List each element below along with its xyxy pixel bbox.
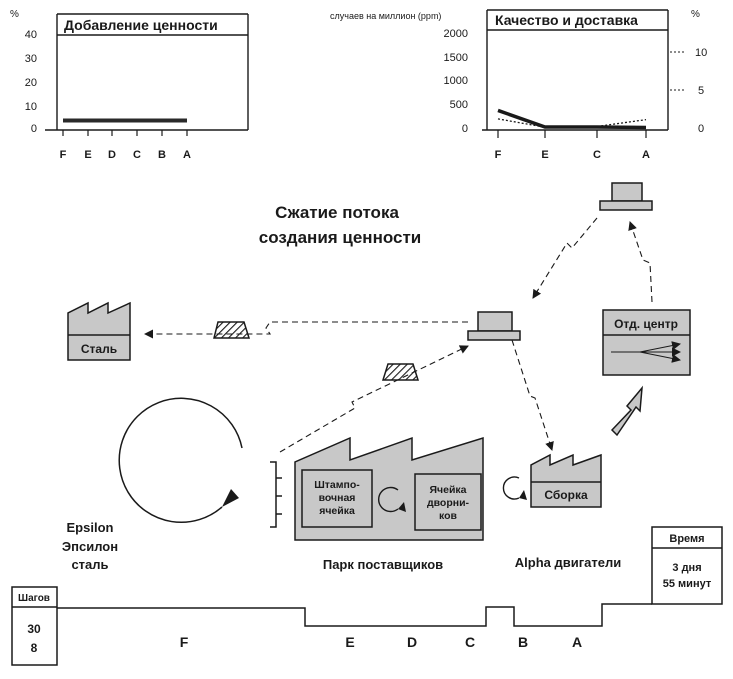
q-left-axis-label: случаев на миллион (ppm) xyxy=(330,11,441,21)
va-xtick-label: A xyxy=(183,149,191,161)
va-xtick-label: E xyxy=(84,149,91,161)
assembly-label: Сборка xyxy=(544,488,588,502)
order-kanban-icon xyxy=(213,321,251,339)
value-added-chart: % Добавление ценности 40 30 20 10 0 F E D C… xyxy=(10,9,249,161)
steps-value: 8 xyxy=(31,641,38,655)
order-kanban-icon xyxy=(381,363,420,381)
q-chart-title: Качество и доставка xyxy=(495,12,638,28)
va-xtick-label: B xyxy=(158,149,166,161)
timeline-segment-label: B xyxy=(518,634,528,650)
supplier-park-factory-icon: Штампо- вочная ячейка Ячейка дворни- ков xyxy=(270,436,484,541)
steps-value: 30 xyxy=(27,622,41,636)
va-xtick-label: D xyxy=(108,149,116,161)
q-xtick-label: E xyxy=(541,149,548,161)
time-value: 55 минут xyxy=(663,578,712,590)
va-ytick: 20 xyxy=(25,77,37,89)
diagram-title-line1: Сжатие потока xyxy=(275,203,399,222)
timeline-segment-label: E xyxy=(345,634,354,650)
epsilon-cycle-arrow-icon xyxy=(118,397,243,524)
q-ppm-line xyxy=(497,108,647,130)
timeline-segment-label: A xyxy=(572,634,582,650)
diagram-title-line2: создания ценности xyxy=(259,228,422,247)
time-label: Время xyxy=(669,533,704,545)
timeline-segment-label: F xyxy=(180,634,189,650)
q-ytick-left: 1500 xyxy=(444,52,468,64)
steel-label: Сталь xyxy=(81,342,117,356)
va-ytick: 30 xyxy=(25,53,37,65)
stamping-cell-label: ячейка xyxy=(319,505,355,517)
production-control-center-icon xyxy=(467,311,521,341)
epsilon-cycle-arrowhead-icon xyxy=(222,489,239,507)
q-delivery-line xyxy=(497,118,647,128)
distribution-center-icon: Отд. центр xyxy=(602,309,691,376)
q-xtick-label: F xyxy=(495,149,502,161)
timeline-segment-label: D xyxy=(407,634,417,650)
wiper-cell-label: дворни- xyxy=(427,497,470,509)
information-flows xyxy=(144,217,653,453)
q-ytick-right: 5 xyxy=(698,85,704,97)
epsilon-label: Эпсилон xyxy=(62,539,118,554)
q-ytick-left: 0 xyxy=(462,123,468,135)
epsilon-label: Epsilon xyxy=(67,520,114,535)
steel-supplier-icon: Сталь xyxy=(67,301,131,361)
wiper-cell-label: ков xyxy=(439,510,458,522)
q-ytick-right: 0 xyxy=(698,123,704,135)
q-ytick-left: 500 xyxy=(450,99,468,111)
va-xtick-label: C xyxy=(133,149,141,161)
va-ytick: 10 xyxy=(25,101,37,113)
va-ytick: 40 xyxy=(25,29,37,41)
assembly-factory-icon: Сборка xyxy=(502,453,602,508)
q-ytick-right: 10 xyxy=(695,47,707,59)
distribution-center-label: Отд. центр xyxy=(614,317,678,331)
q-right-axis-label: % xyxy=(691,9,700,20)
quality-chart: случаев на миллион (ppm) % Качество и до… xyxy=(330,9,707,161)
q-xtick-label: A xyxy=(642,149,650,161)
stamping-cell-label: вочная xyxy=(319,492,356,504)
epsilon-label: сталь xyxy=(71,557,108,572)
time-value: 3 дня xyxy=(672,562,701,574)
lead-time-ladder: Шагов 30 8 Время 3 дня 55 минут F E D C … xyxy=(11,526,723,666)
wiper-cell-label: Ячейка xyxy=(429,484,466,496)
q-ytick-left: 1000 xyxy=(444,75,468,87)
production-control-top-icon xyxy=(599,182,653,211)
va-xtick-label: F xyxy=(60,149,67,161)
va-y-unit: % xyxy=(10,9,19,20)
shipment-arrow-icon xyxy=(610,385,643,437)
va-ytick: 0 xyxy=(31,123,37,135)
steps-label: Шагов xyxy=(18,593,50,604)
q-ytick-left: 2000 xyxy=(444,28,468,40)
alpha-engines-label: Alpha двигатели xyxy=(515,555,621,570)
stamping-cell-label: Штампо- xyxy=(314,479,360,491)
va-chart-title: Добавление ценности xyxy=(64,17,218,33)
supplier-park-label: Парк поставщиков xyxy=(323,557,443,572)
timeline-segment-label: C xyxy=(465,634,475,650)
q-xtick-label: C xyxy=(593,149,601,161)
